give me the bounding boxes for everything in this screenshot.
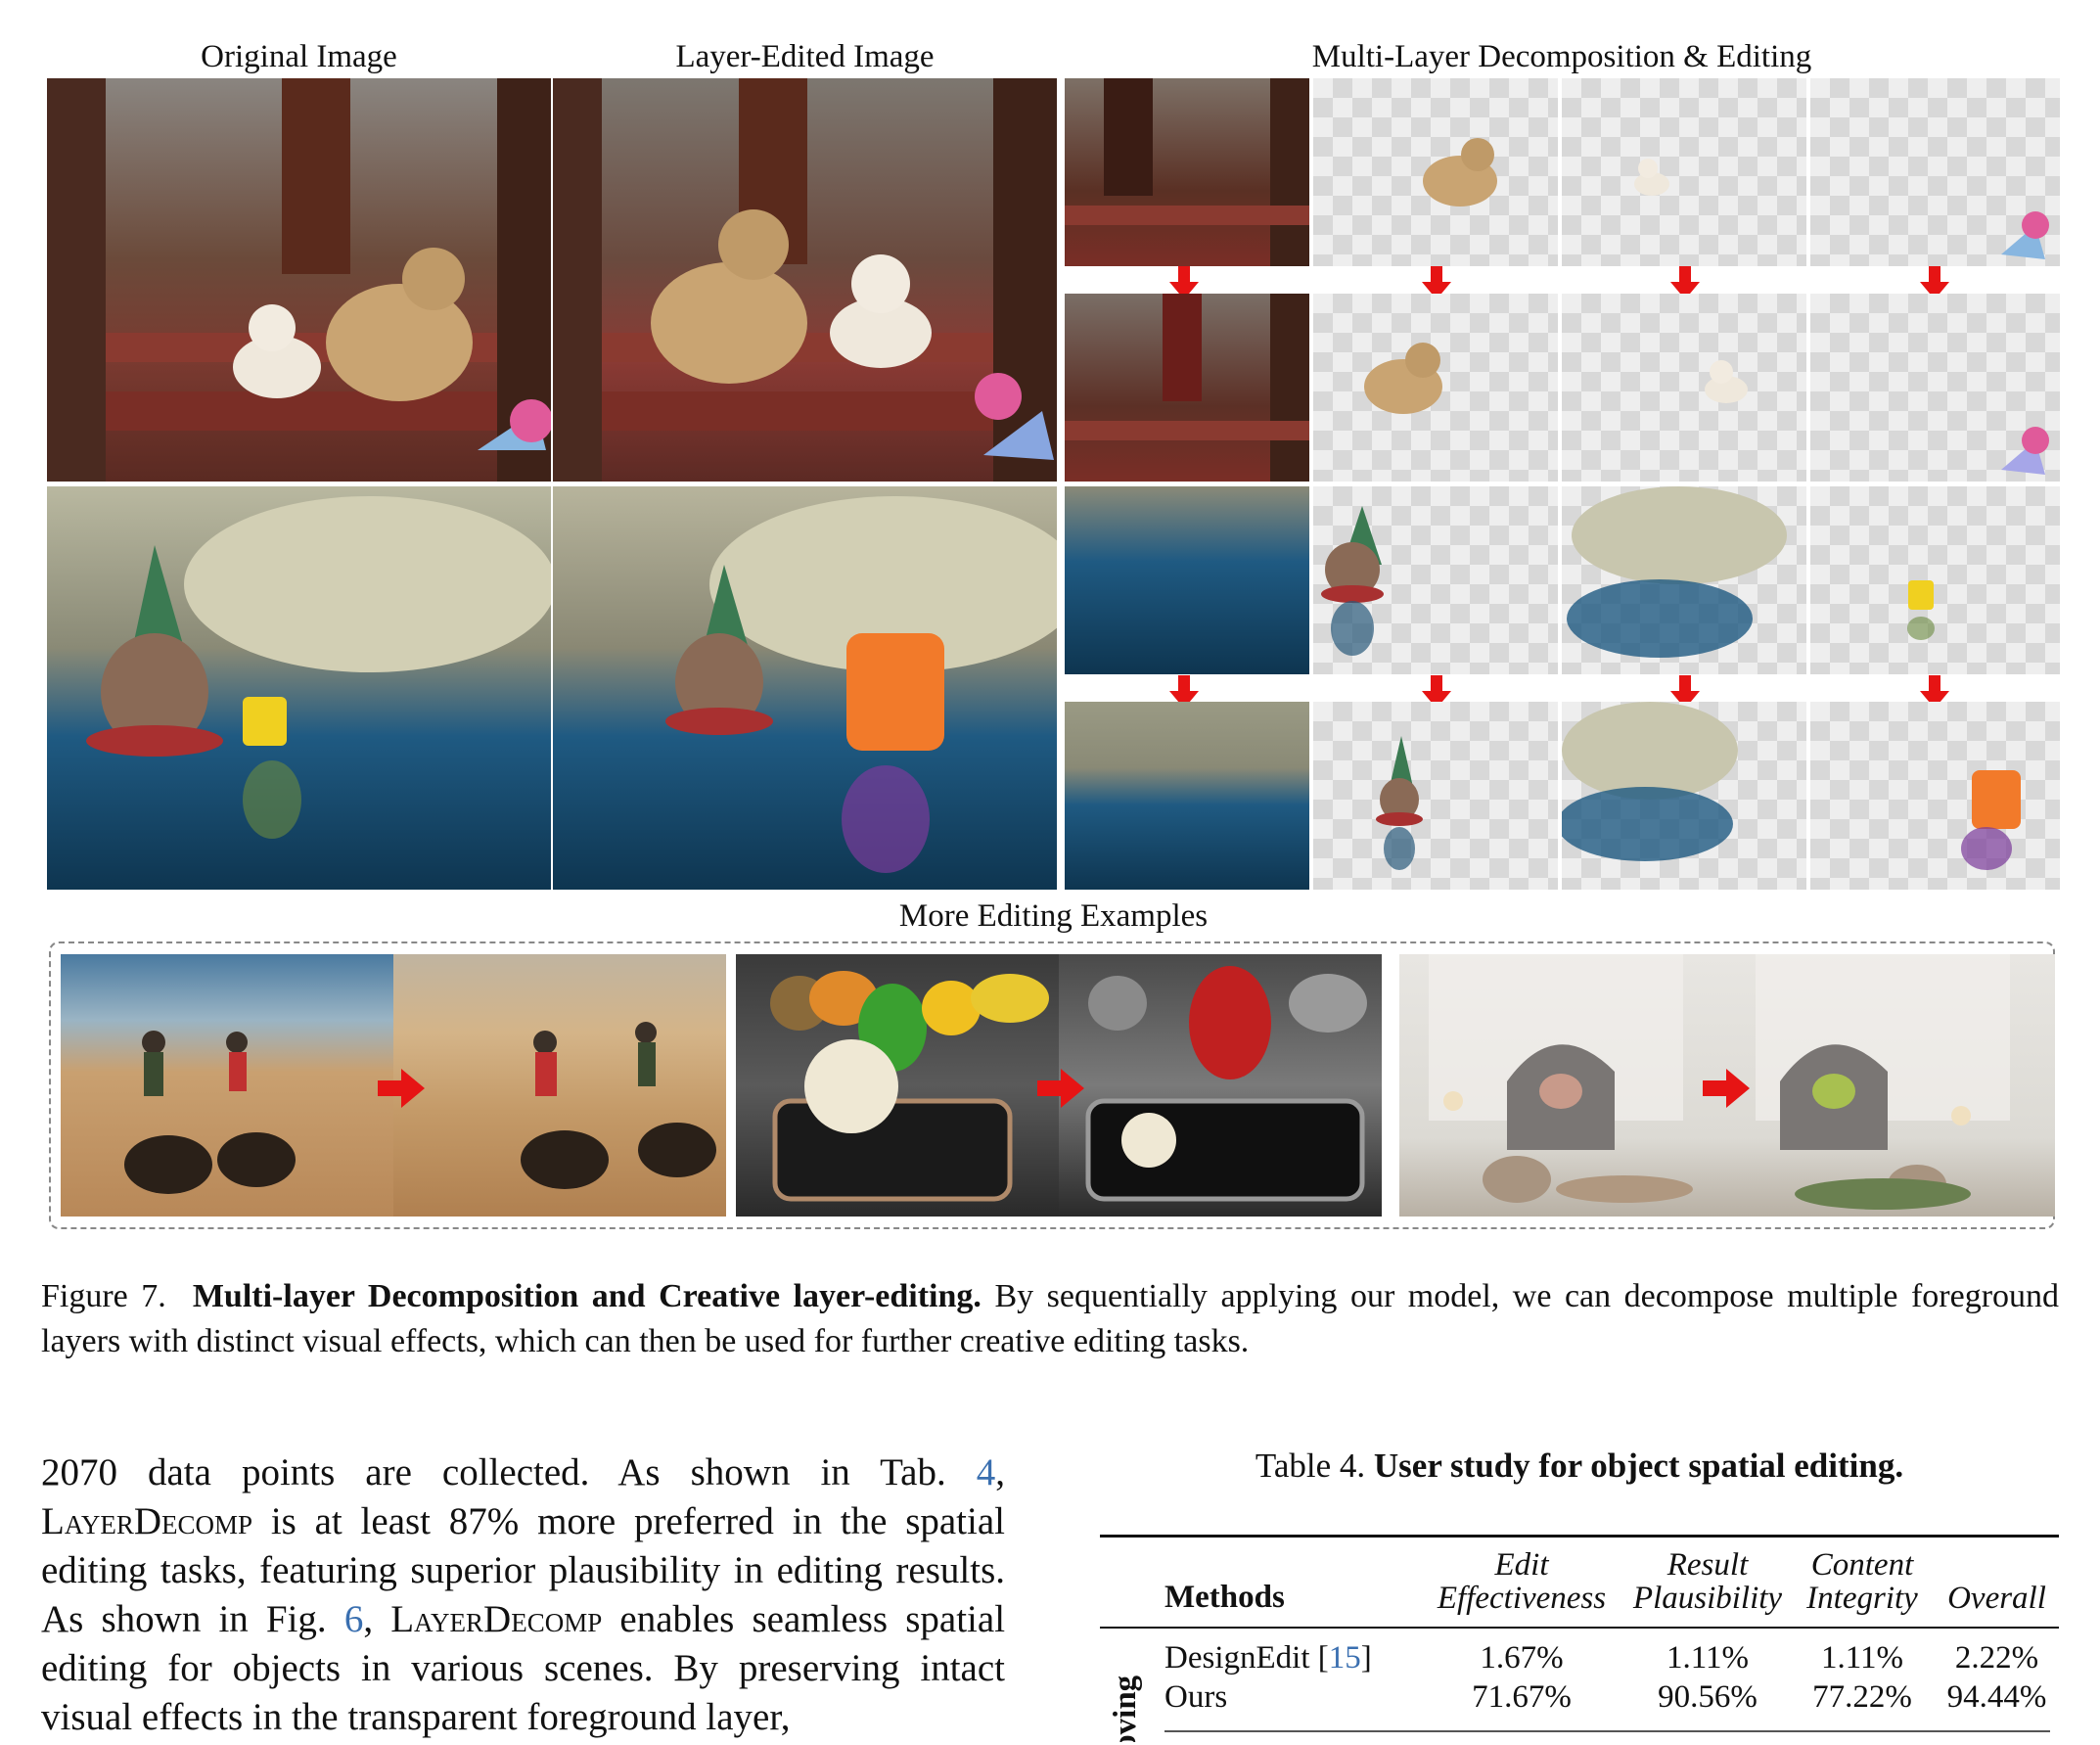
layer-hand-before <box>1562 486 1806 674</box>
edited-image-dogs <box>553 78 1057 482</box>
body-text: is at least 87% more preferred in the sp… <box>41 1500 1006 1640</box>
column-header-line: Result <box>1666 1547 1749 1583</box>
arrow-down-icon <box>1422 266 1451 299</box>
table-top-rule <box>1100 1535 2059 1538</box>
column-header-line: Effectiveness <box>1437 1581 1607 1616</box>
table-row-method: DesignEdit [15] <box>1164 1640 1372 1676</box>
table-row-method: Ours <box>1164 1679 1228 1715</box>
column-header-line: Integrity <box>1806 1581 1918 1616</box>
layer-dog2-after <box>1562 294 1806 482</box>
table-caption: Table 4. User study for object spatial e… <box>1100 1447 2059 1486</box>
header-more-examples: More Editing Examples <box>898 898 1209 934</box>
table-cell: 1.67% <box>1480 1640 1564 1676</box>
body-text: , <box>363 1598 374 1640</box>
group-label-container: Moving <box>1106 1664 1145 1742</box>
table-cell: 90.56% <box>1658 1679 1758 1715</box>
layer-dog2-before <box>1562 78 1806 266</box>
arrow-down-icon <box>1920 675 1949 709</box>
room-after <box>1726 954 2055 1217</box>
header-decomposition: Multi-Layer Decomposition & Editing <box>1311 39 1812 74</box>
layer-dog1-before <box>1313 78 1558 266</box>
layer-block-before <box>1810 486 2060 674</box>
column-header-methods: Methods <box>1164 1580 1285 1615</box>
body-paragraph: 2070 data points are collected. As shown… <box>41 1448 1005 1742</box>
table-label: Table 4. <box>1255 1447 1366 1485</box>
beach-before <box>61 954 393 1217</box>
table-cell: 94.44% <box>1946 1679 2047 1715</box>
table-cell: 77.22% <box>1812 1679 1912 1715</box>
body-text: , <box>995 1451 1006 1493</box>
arrow-down-icon <box>1169 675 1199 709</box>
arrow-right-icon <box>378 1069 425 1108</box>
figure-caption-text: By sequentially applying our model, we c… <box>41 1278 2060 1359</box>
header-original-image: Original Image <box>201 39 397 74</box>
layer-figure-after <box>1313 702 1558 890</box>
figure-caption-title: Multi-layer Decomposition and Creative l… <box>192 1278 982 1314</box>
beach-after <box>393 954 726 1217</box>
layer-background-before <box>1065 78 1309 266</box>
group-label-moving: Moving <box>1108 1675 1143 1742</box>
table-cell: 71.67% <box>1472 1679 1572 1715</box>
layer-toy-before <box>1810 78 2060 266</box>
room-before <box>1399 954 1726 1217</box>
figure-caption: Figure 7. Multi-layer Decomposition and … <box>41 1274 2059 1364</box>
column-header-line: Content <box>1810 1547 1914 1583</box>
citation-link[interactable]: 15 <box>1328 1640 1361 1676</box>
table-group-rule <box>1164 1730 2050 1732</box>
table-cell: 1.11% <box>1820 1640 1903 1676</box>
fruit-before <box>736 954 1059 1217</box>
body-text: 2070 data points are collected. As shown… <box>41 1451 946 1493</box>
method-name: LayerDecomp <box>390 1598 603 1640</box>
layer-background-after <box>1065 294 1309 482</box>
layer-dog1-after <box>1313 294 1558 482</box>
body-text: enables seamless spatial editing for obj… <box>41 1598 1006 1738</box>
edited-image-toys <box>553 486 1057 890</box>
layer-block-after <box>1810 702 2060 890</box>
table-cell: 1.11% <box>1666 1640 1749 1676</box>
table-caption-title: User study for object spatial editing. <box>1373 1447 1904 1485</box>
original-image-dogs <box>47 78 551 482</box>
table-reference-link[interactable]: 4 <box>976 1451 996 1493</box>
layer-toy-after <box>1810 294 2060 482</box>
layer-figure-before <box>1313 486 1558 674</box>
method-name: LayerDecomp <box>41 1500 253 1542</box>
header-layer-edited-image: Layer-Edited Image <box>675 39 935 74</box>
arrow-down-icon <box>1920 266 1949 299</box>
column-header-line: Plausibility <box>1632 1581 1783 1616</box>
method-cell: DesignEdit <box>1164 1640 1310 1676</box>
fruit-after <box>1059 954 1382 1217</box>
original-image-toys <box>47 486 551 890</box>
arrow-down-icon <box>1169 266 1199 299</box>
arrow-right-icon <box>1703 1069 1750 1108</box>
arrow-right-icon <box>1037 1069 1084 1108</box>
layer-table-after <box>1065 702 1309 890</box>
table-cell: 2.22% <box>1954 1640 2039 1676</box>
arrow-down-icon <box>1670 675 1700 709</box>
column-header-overall: Overall <box>1947 1581 2046 1616</box>
table-mid-rule <box>1100 1627 2059 1629</box>
layer-table-before <box>1065 486 1309 674</box>
figure-label: Figure 7. <box>41 1278 166 1314</box>
figure-reference-link[interactable]: 6 <box>343 1598 364 1640</box>
layer-hand-after <box>1562 702 1806 890</box>
arrow-down-icon <box>1422 675 1451 709</box>
column-header-line: Edit <box>1494 1547 1549 1583</box>
arrow-down-icon <box>1670 266 1700 299</box>
